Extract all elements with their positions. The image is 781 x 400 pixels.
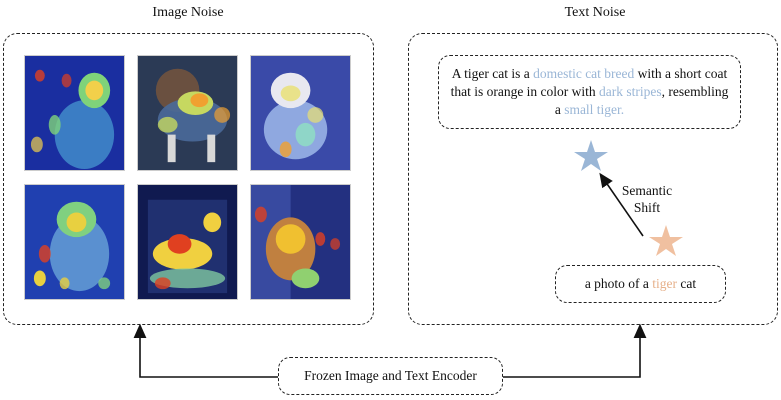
text-noise-panel bbox=[408, 33, 778, 325]
heatmap-image-white-puppy bbox=[250, 55, 351, 171]
description-text: A tiger cat is a domestic cat breed with… bbox=[450, 66, 729, 117]
heatmap-image-dog-doorway bbox=[137, 184, 238, 300]
prompt-text: a photo of a tiger cat bbox=[584, 276, 697, 291]
description-box: A tiger cat is a domestic cat breed with… bbox=[438, 55, 741, 129]
encoder-label: Frozen Image and Text Encoder bbox=[304, 368, 477, 383]
semantic-shift-label: Semantic Shift bbox=[621, 183, 673, 215]
heatmap-image-cat-standing bbox=[24, 55, 125, 171]
text-noise-title: Text Noise bbox=[564, 5, 626, 20]
heatmap-image-cat-sitting bbox=[24, 184, 125, 300]
frozen-encoder-box: Frozen Image and Text Encoder bbox=[278, 357, 503, 395]
prompt-box: a photo of a tiger cat bbox=[555, 265, 726, 303]
image-noise-title: Image Noise bbox=[152, 5, 224, 20]
heatmap-image-cat-window bbox=[250, 184, 351, 300]
heatmap-image-basset-dog bbox=[137, 55, 238, 171]
image-noise-panel bbox=[3, 33, 374, 325]
arrow-encoder-to-text-noise bbox=[503, 323, 647, 378]
arrow-encoder-to-image-noise bbox=[133, 323, 278, 378]
